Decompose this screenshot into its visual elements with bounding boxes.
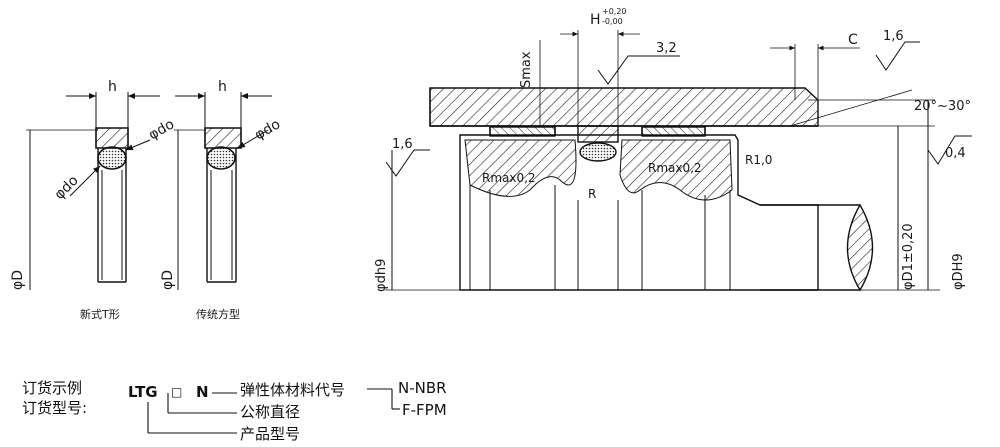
order-nbr: N-NBR — [398, 379, 447, 397]
DH-label: φDH9 — [951, 253, 966, 290]
roughness-16-left-label: 1,6 — [392, 137, 413, 152]
angle-label: 20°~30° — [914, 99, 971, 114]
Smax-label: Smax — [519, 51, 534, 88]
order-material-code: N — [196, 383, 209, 401]
order-example-label: 订货示例 — [22, 379, 83, 397]
view1-h-label: h — [108, 79, 117, 95]
order-connectors — [147, 388, 400, 434]
view1-do-label: φdo — [146, 116, 177, 143]
order-product-desc: 产品型号 — [240, 425, 301, 443]
order-diameter-desc: 公称直径 — [240, 403, 301, 421]
view2-caption: 传统方型 — [196, 307, 240, 321]
seal-view-square-type — [174, 92, 272, 290]
view1-D-label: φD — [10, 270, 26, 290]
order-series-code: LTG — [128, 383, 158, 401]
view1-caption: 新式T形 — [80, 307, 120, 321]
view1-do-label-2: φdo — [52, 173, 82, 203]
C-label: C — [848, 32, 858, 48]
roughness-32-label: 3,2 — [656, 41, 677, 56]
roughness-04-label: 0,4 — [945, 146, 966, 161]
order-diameter-box: □ — [171, 385, 183, 399]
seal-view-t-type — [26, 92, 160, 290]
order-model-label: 订货型号: — [22, 399, 88, 417]
R10-label: R1,0 — [745, 153, 772, 167]
R-label: R — [588, 187, 596, 201]
view2-do-label: φdo — [252, 116, 283, 143]
H-upper-tol: +0,20 — [602, 7, 627, 16]
Rmax-right-label: Rmax0,2 — [648, 161, 702, 175]
roughness-16-right-label: 1,6 — [883, 29, 904, 44]
view2-D-label: φD — [160, 270, 176, 290]
D1-label: φD1±0,20 — [901, 223, 916, 290]
H-lower-tol: -0,00 — [602, 17, 623, 26]
order-material-desc: 弹性体材料代号 — [240, 381, 346, 399]
order-fpm: F-FPM — [402, 401, 447, 419]
Rmax-left-label: Rmax0,2 — [482, 171, 536, 185]
d-label: φdh9 — [374, 259, 389, 292]
installation-view — [385, 30, 972, 292]
H-label: H — [590, 12, 601, 28]
view2-h-label: h — [218, 79, 227, 95]
